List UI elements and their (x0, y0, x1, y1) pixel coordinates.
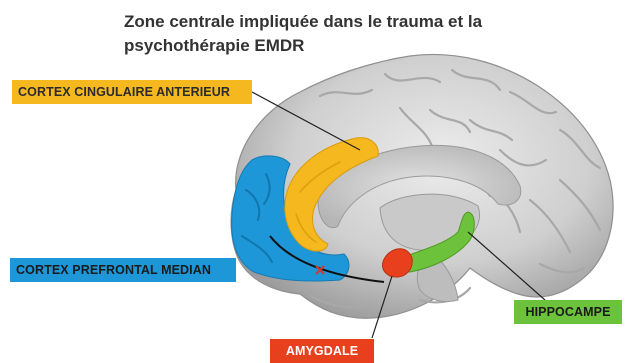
title-line-2: psychothérapie EMDR (124, 34, 584, 58)
title-line-1: Zone centrale impliquée dans le trauma e… (124, 10, 584, 34)
label-anterior-cingulate: CORTEX CINGULAIRE ANTERIEUR (12, 80, 252, 104)
label-amygdala: AMYGDALE (270, 339, 374, 363)
label-prefrontal-medial: CORTEX PREFRONTAL MEDIAN (10, 258, 236, 282)
diagram-title: Zone centrale impliquée dans le trauma e… (124, 10, 584, 58)
label-hippocampus: HIPPOCAMPE (514, 300, 622, 324)
